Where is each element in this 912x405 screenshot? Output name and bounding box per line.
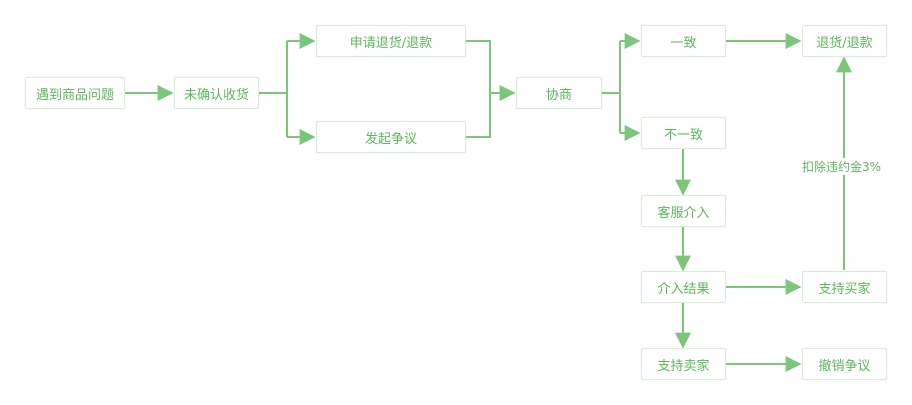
edge-negotiate-split bbox=[602, 41, 621, 133]
node-dispute: 发起争议 bbox=[316, 121, 466, 153]
node-agree: 一致 bbox=[641, 25, 726, 57]
node-refund: 退货/退款 bbox=[802, 25, 887, 57]
edge-unconfirmed-split bbox=[259, 41, 288, 137]
node-support-seller: 支持卖家 bbox=[641, 348, 726, 380]
node-unconfirmed: 未确认收货 bbox=[174, 77, 259, 109]
node-cancel-dispute: 撤销争议 bbox=[802, 348, 887, 380]
edge-label-penalty: 扣除违约金3% bbox=[802, 158, 882, 175]
node-disagree: 不一致 bbox=[641, 117, 726, 149]
node-apply-refund: 申请退货/退款 bbox=[316, 25, 466, 57]
node-result: 介入结果 bbox=[641, 271, 726, 303]
edge-apply-refund-merge bbox=[466, 40, 491, 138]
node-support-buyer: 支持买家 bbox=[802, 271, 887, 303]
node-encounter: 遇到商品问题 bbox=[25, 77, 125, 109]
node-cs-intervene: 客服介入 bbox=[641, 195, 726, 227]
node-negotiate: 协商 bbox=[516, 77, 602, 109]
